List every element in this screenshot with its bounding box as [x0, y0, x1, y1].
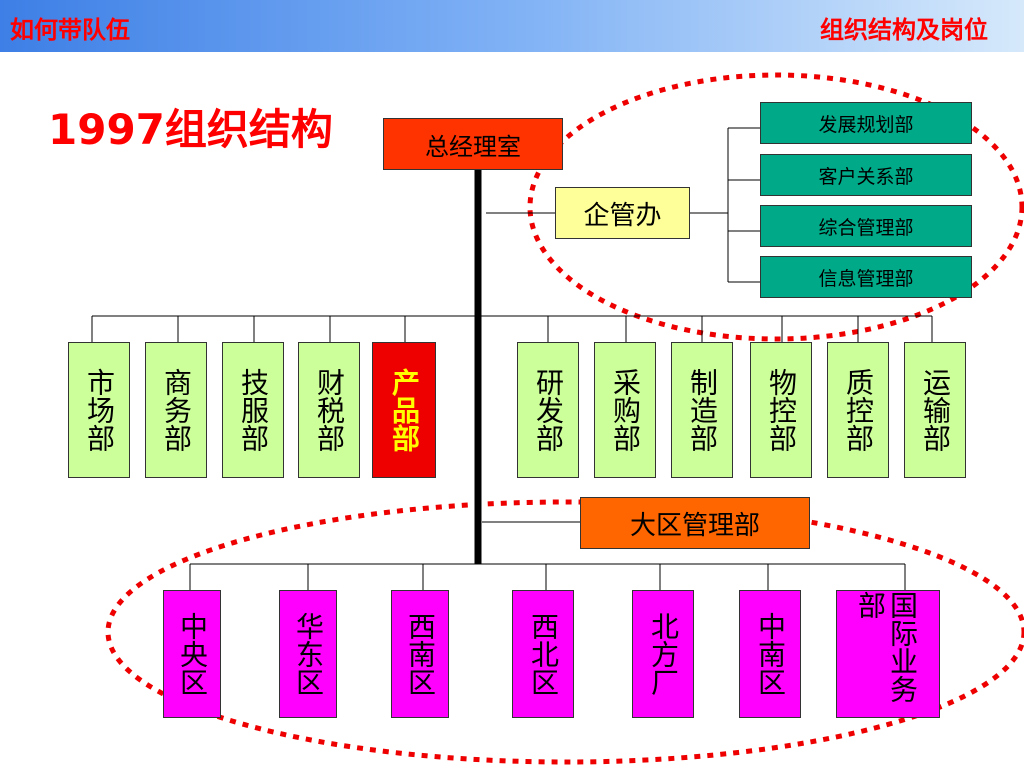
header-left-title: 如何带队伍: [10, 16, 130, 44]
dept-rnd: 研发部: [517, 342, 579, 478]
region-south-central: 中南区: [739, 590, 801, 718]
region-southwest: 西南区: [391, 590, 449, 718]
qgb-sub-customer: 客户关系部: [760, 154, 972, 196]
dept-transport: 运输部: [904, 342, 966, 478]
qgb-sub-planning: 发展规划部: [760, 102, 972, 144]
dept-tech-service: 技服部: [222, 342, 284, 478]
top-dashed-ellipse: [527, 72, 1024, 342]
dept-business: 商务部: [145, 342, 207, 478]
dept-quality-control: 质控部: [827, 342, 889, 478]
qgb-sub-admin: 综合管理部: [760, 205, 972, 247]
qgb-box: 企管办: [555, 187, 690, 239]
dept-market: 市场部: [68, 342, 130, 478]
header-bar: 如何带队伍 组织结构及岗位: [0, 0, 1024, 52]
dept-product: 产品部: [372, 342, 436, 478]
region-northwest: 西北区: [512, 590, 574, 718]
region-east: 华东区: [279, 590, 337, 718]
header-right-title: 组织结构及岗位: [820, 16, 988, 44]
bottom-dashed-ellipse: [105, 499, 1024, 765]
dept-manufacturing: 制造部: [671, 342, 733, 478]
region-international: 国际业务部: [836, 590, 940, 718]
dept-finance-tax: 财税部: [298, 342, 360, 478]
region-north-plant: 北方厂: [632, 590, 694, 718]
qgb-sub-info: 信息管理部: [760, 256, 972, 298]
region-mgmt-box: 大区管理部: [580, 497, 810, 549]
region-central: 中央区: [163, 590, 221, 718]
dept-purchasing: 采购部: [594, 342, 656, 478]
dept-material-control: 物控部: [750, 342, 812, 478]
gm-office-box: 总经理室: [383, 118, 563, 170]
slide-title: 1997组织结构: [48, 105, 333, 154]
